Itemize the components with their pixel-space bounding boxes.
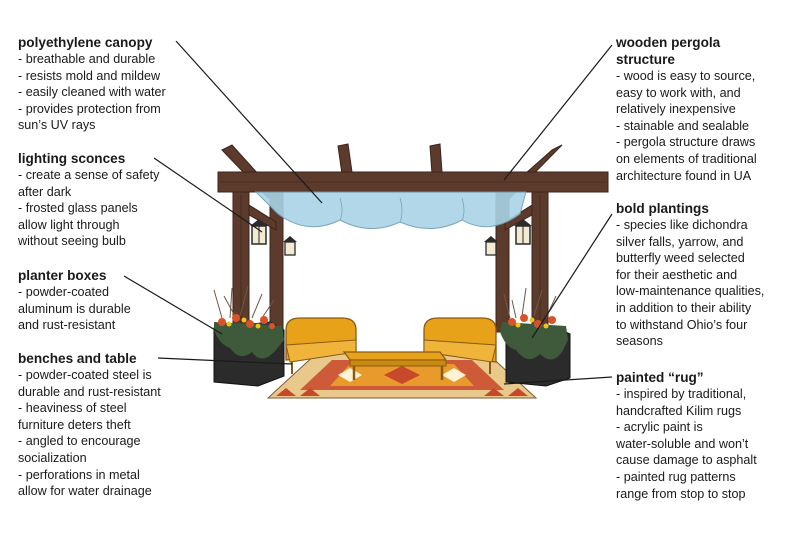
- callout-pergola-title-line: wooden pergola: [616, 35, 721, 50]
- callout-canopy-line: - provides protection from: [18, 101, 161, 116]
- callout-plantings-line: butterfly weed selected: [616, 251, 745, 266]
- callout-pergola-line: architecture found in UA: [616, 168, 752, 183]
- callout-plantings-title: bold plantings: [616, 201, 709, 216]
- callout-pergola: wooden pergola structure - wood is easy …: [616, 34, 757, 184]
- callout-benches-line: - heaviness of steel: [18, 401, 127, 416]
- callout-canopy-line: - breathable and durable: [18, 52, 156, 66]
- callout-sconces-line: allow light through: [18, 217, 120, 232]
- pergola-rafters: [217, 143, 609, 193]
- callout-sconces-line: after dark: [18, 184, 72, 199]
- callout-canopy-line: sun’s UV rays: [18, 118, 96, 133]
- callout-planters-line: - powder-coated: [18, 285, 110, 299]
- callout-plantings-line: for their aesthetic and: [616, 267, 738, 282]
- callout-pergola-title: wooden pergola structure: [616, 34, 757, 68]
- callout-canopy: polyethylene canopy - breathable and dur…: [18, 34, 166, 134]
- canopy: [254, 191, 527, 230]
- callout-pergola-line: on elements of traditional: [616, 151, 757, 166]
- callout-plantings-line: - species like dichondra: [616, 218, 748, 232]
- callout-rug-line: water-soluble and won’t: [616, 436, 749, 451]
- callout-benches-line: furniture deters theft: [18, 417, 131, 432]
- painted-rug: [266, 351, 538, 399]
- callout-benches-line: socialization: [18, 450, 87, 465]
- table: [342, 351, 448, 380]
- callout-pergola-line: - stainable and sealable: [616, 118, 750, 133]
- callout-plantings-line: to withstand Ohio’s four: [616, 317, 748, 332]
- callout-canopy-line: - resists mold and mildew: [18, 68, 161, 83]
- callout-benches-line: allow for water drainage: [18, 484, 152, 499]
- callout-benches-title: benches and table: [18, 351, 137, 366]
- callout-plantings-line: in addition to their ability: [616, 300, 752, 315]
- callout-sconces: lighting sconces - create a sense of saf…: [18, 150, 159, 250]
- callout-benches-line: durable and rust-resistant: [18, 384, 161, 399]
- callout-sconces-line: - frosted glass panels: [18, 201, 138, 216]
- callout-pergola-line: easy to work with, and: [616, 85, 741, 100]
- callout-rug-line: handcrafted Kilim rugs: [616, 403, 742, 418]
- callout-rug-line: - acrylic paint is: [616, 420, 703, 435]
- callout-plantings-line: silver falls, yarrow, and: [616, 234, 744, 249]
- callout-benches-line: - powder-coated steel is: [18, 368, 152, 382]
- callout-pergola-line: - pergola structure draws: [616, 135, 756, 150]
- callout-rug-line: - painted rug patterns: [616, 469, 736, 484]
- callout-pergola-line: - wood is easy to source,: [616, 69, 756, 83]
- callout-benches-line: - angled to encourage: [18, 434, 141, 449]
- callout-planters-line: and rust-resistant: [18, 318, 116, 333]
- callout-plantings-line: low-maintenance qualities,: [616, 284, 765, 299]
- callout-plantings: bold plantings - species like dichondra …: [616, 200, 764, 350]
- callout-sconces-line: without seeing bulb: [18, 234, 126, 249]
- callout-planters-line: aluminum is durable: [18, 301, 131, 316]
- callout-sconces-title: lighting sconces: [18, 151, 126, 166]
- callout-canopy-title: polyethylene canopy: [18, 35, 153, 50]
- callout-pergola-title-line: structure: [616, 52, 675, 67]
- callout-benches: benches and table - powder-coated steel …: [18, 350, 161, 500]
- callout-sconces-line: - create a sense of safety: [18, 168, 160, 182]
- callout-pergola-line: relatively inexpensive: [616, 102, 736, 117]
- callout-planters: planter boxes - powder-coated aluminum i…: [18, 267, 131, 334]
- callout-plantings-line: seasons: [616, 334, 663, 349]
- bench-right: [423, 317, 497, 374]
- callout-rug: painted “rug” - inspired by traditional,…: [616, 369, 757, 502]
- callout-benches-line: - perforations in metal: [18, 467, 140, 482]
- callout-canopy-line: - easily cleaned with water: [18, 85, 166, 100]
- planter-left: [213, 285, 285, 387]
- callout-rug-line: - inspired by traditional,: [616, 387, 747, 401]
- callout-rug-line: cause damage to asphalt: [616, 453, 757, 468]
- callout-rug-line: range from stop to stop: [616, 486, 746, 501]
- callout-rug-title: painted “rug”: [616, 370, 704, 385]
- callout-planters-title: planter boxes: [18, 268, 107, 283]
